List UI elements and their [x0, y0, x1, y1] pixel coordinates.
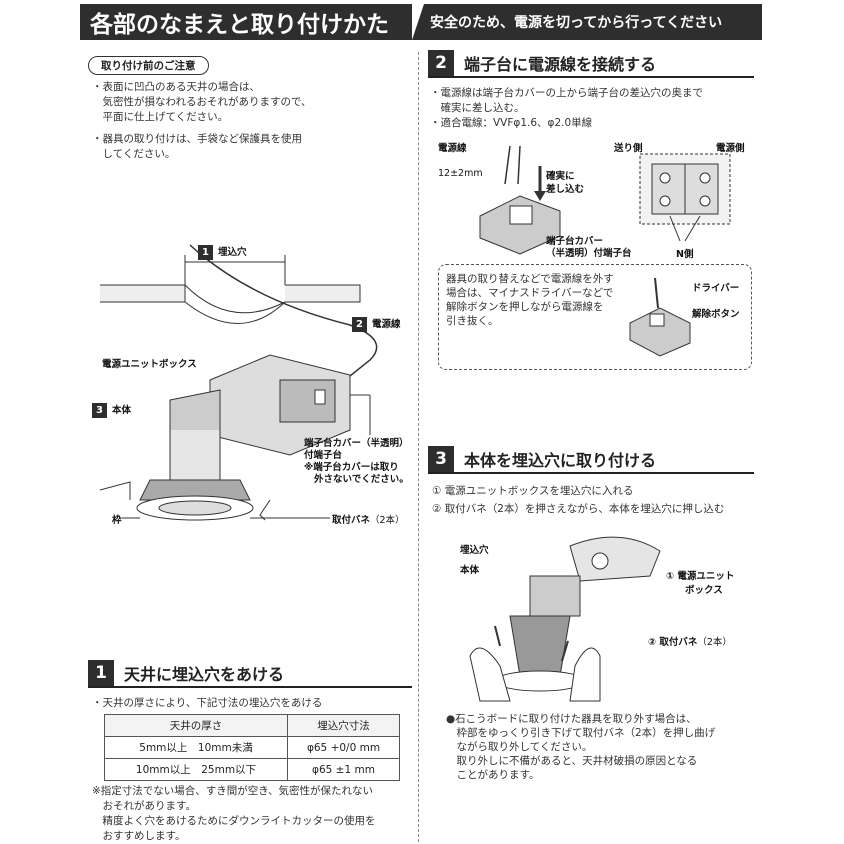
- driver-label: ドライバー: [692, 283, 740, 294]
- column-divider: [418, 52, 419, 842]
- insert-label: 確実に 差し込む: [546, 171, 585, 195]
- section-1-footnote: ※指定寸法でない場合、すき間が空き、気密性が保たれない おそれがあります。 精度…: [92, 785, 376, 842]
- power-side-label: 電源側: [716, 143, 745, 154]
- install-body-label: 本体: [460, 565, 480, 576]
- hole-size-table: 天井の厚さ 埋込穴寸法 5mm以上 10mm未満 φ65 +0/0 mm 10m…: [104, 714, 400, 781]
- install-hole-label: 埋込穴: [460, 545, 489, 556]
- table-row: 10mm以上 25mm以下 φ65 ±1 mm: [104, 758, 400, 781]
- precaution-item: ・器具の取り付けは、手袋など保護具を使用 してください。: [92, 133, 302, 160]
- install-box-label: ① 電源ユニット ボックス: [666, 571, 735, 596]
- precautions-label: 取り付け前のご注意: [88, 56, 209, 75]
- table-header: 埋込穴寸法: [287, 714, 400, 737]
- precaution-item: ・表面に凹凸のある天井の場合は、 気密性が損なわれるおそれがありますので、 平面…: [92, 81, 312, 123]
- n-side-label: N側: [676, 249, 694, 260]
- install-spring-label: ② 取付バネ（2本）: [648, 637, 732, 648]
- safety-banner: 安全のため、電源を切ってから行ってください: [412, 4, 762, 40]
- strip-length-label: 12±2mm: [438, 168, 483, 179]
- terminal-label: 端子台カバー（半透明） 付端子台 ※端子台カバーは取り 外さないでください。: [304, 438, 409, 485]
- section-3-step: ① 電源ユニットボックスを埋込穴に入れる: [432, 485, 634, 497]
- wire-label: 電源線: [438, 143, 467, 154]
- parts-diagram: [99, 244, 378, 521]
- replacement-note: 器具の取り替えなどで電源線を外す 場合は、マイナスドライバーなどで 解除ボタンを…: [446, 273, 614, 327]
- release-button-label: 解除ボタン: [692, 309, 740, 320]
- install-diagram: [469, 536, 661, 702]
- release-diagram: [629, 278, 691, 357]
- frame-label: 枠: [112, 515, 122, 526]
- send-side-label: 送り側: [614, 143, 643, 154]
- page-title: 各部のなまえと取り付けかた: [80, 4, 412, 40]
- cover-label: 端子台カバー （半透明）付端子台: [546, 236, 632, 259]
- power-box-label: 電源ユニットボックス: [102, 359, 197, 370]
- section-3-step: ② 取付バネ（2本）を押さえながら、本体を埋込穴に押し込む: [432, 503, 725, 515]
- table-row: 5mm以上 10mm未満 φ65 +0/0 mm: [104, 736, 400, 759]
- section-1-intro: ・天井の厚さにより、下記寸法の埋込穴をあける: [92, 697, 323, 709]
- spring-label: 取付バネ（2本）: [332, 515, 405, 526]
- replacement-note-box: [438, 264, 752, 370]
- removal-note: ●石こうボードに取り付けた器具を取り外す場合は、 枠部をゆっくり引き下げて取付バ…: [446, 713, 716, 781]
- terminal-diagram: [479, 145, 731, 255]
- section-2-item: ・適合電線：VVFφ1.6、φ2.0単線: [430, 117, 593, 129]
- table-header: 天井の厚さ: [104, 714, 288, 737]
- section-2-item: ・電源線は端子台カバーの上から端子台の差込穴の奥まで 確実に差し込む。: [430, 87, 703, 114]
